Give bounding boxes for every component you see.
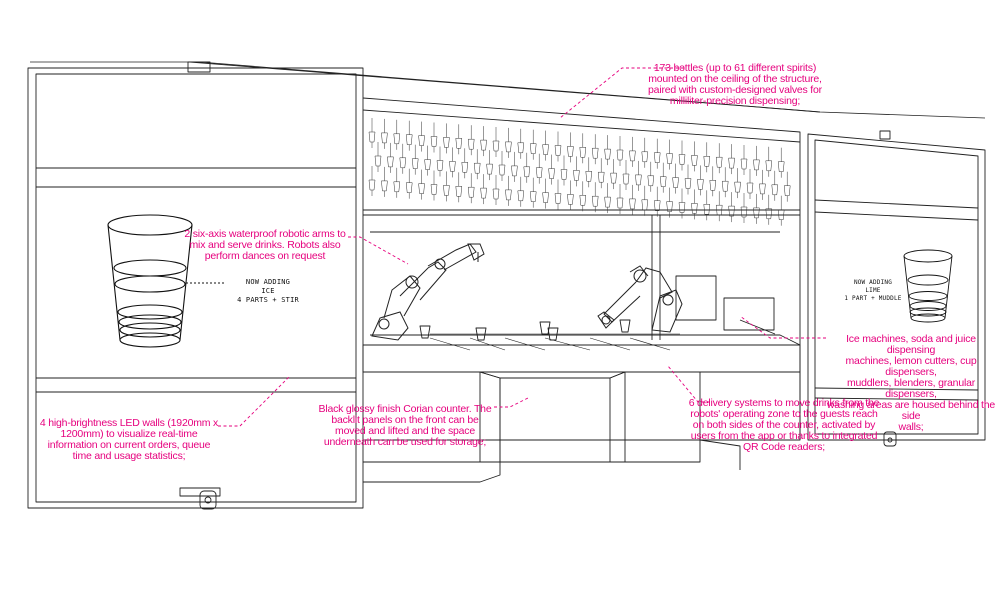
annotation-delivery: 6 delivery systems to move drinks from t… [688,397,880,453]
leader-delivery [667,365,710,403]
left-glass-icon [107,214,226,348]
annotation-ice-machines: Ice machines, soda and juice dispensing … [826,333,996,433]
leader-arms [348,236,409,265]
leader-ice [739,315,826,339]
annotation-led-walls: 4 high-brightness LED walls (1920mm x 12… [39,417,219,462]
robot-arm-right [597,265,683,333]
right-screen-text: NOW ADDING LIME 1 PART + MUDDLE [844,279,902,302]
annotation-bottles: 173 bottles (up to 61 different spirits)… [648,62,822,107]
leader-bottles [559,67,684,119]
left-screen-text: NOW ADDING ICE 4 PARTS + STIR [237,278,299,304]
annotation-counter: Black glossy finish Corian counter. The … [318,403,492,448]
robot-arm-left [371,243,485,341]
leader-led [218,375,291,427]
bar-body [362,97,801,483]
right-glass-icon [903,249,953,323]
annotation-arms: 2 six-axis waterproof robotic arms to mi… [184,228,346,262]
leader-counter [494,397,529,408]
bottle-ceiling [368,118,791,226]
left-led-wall [27,61,364,510]
